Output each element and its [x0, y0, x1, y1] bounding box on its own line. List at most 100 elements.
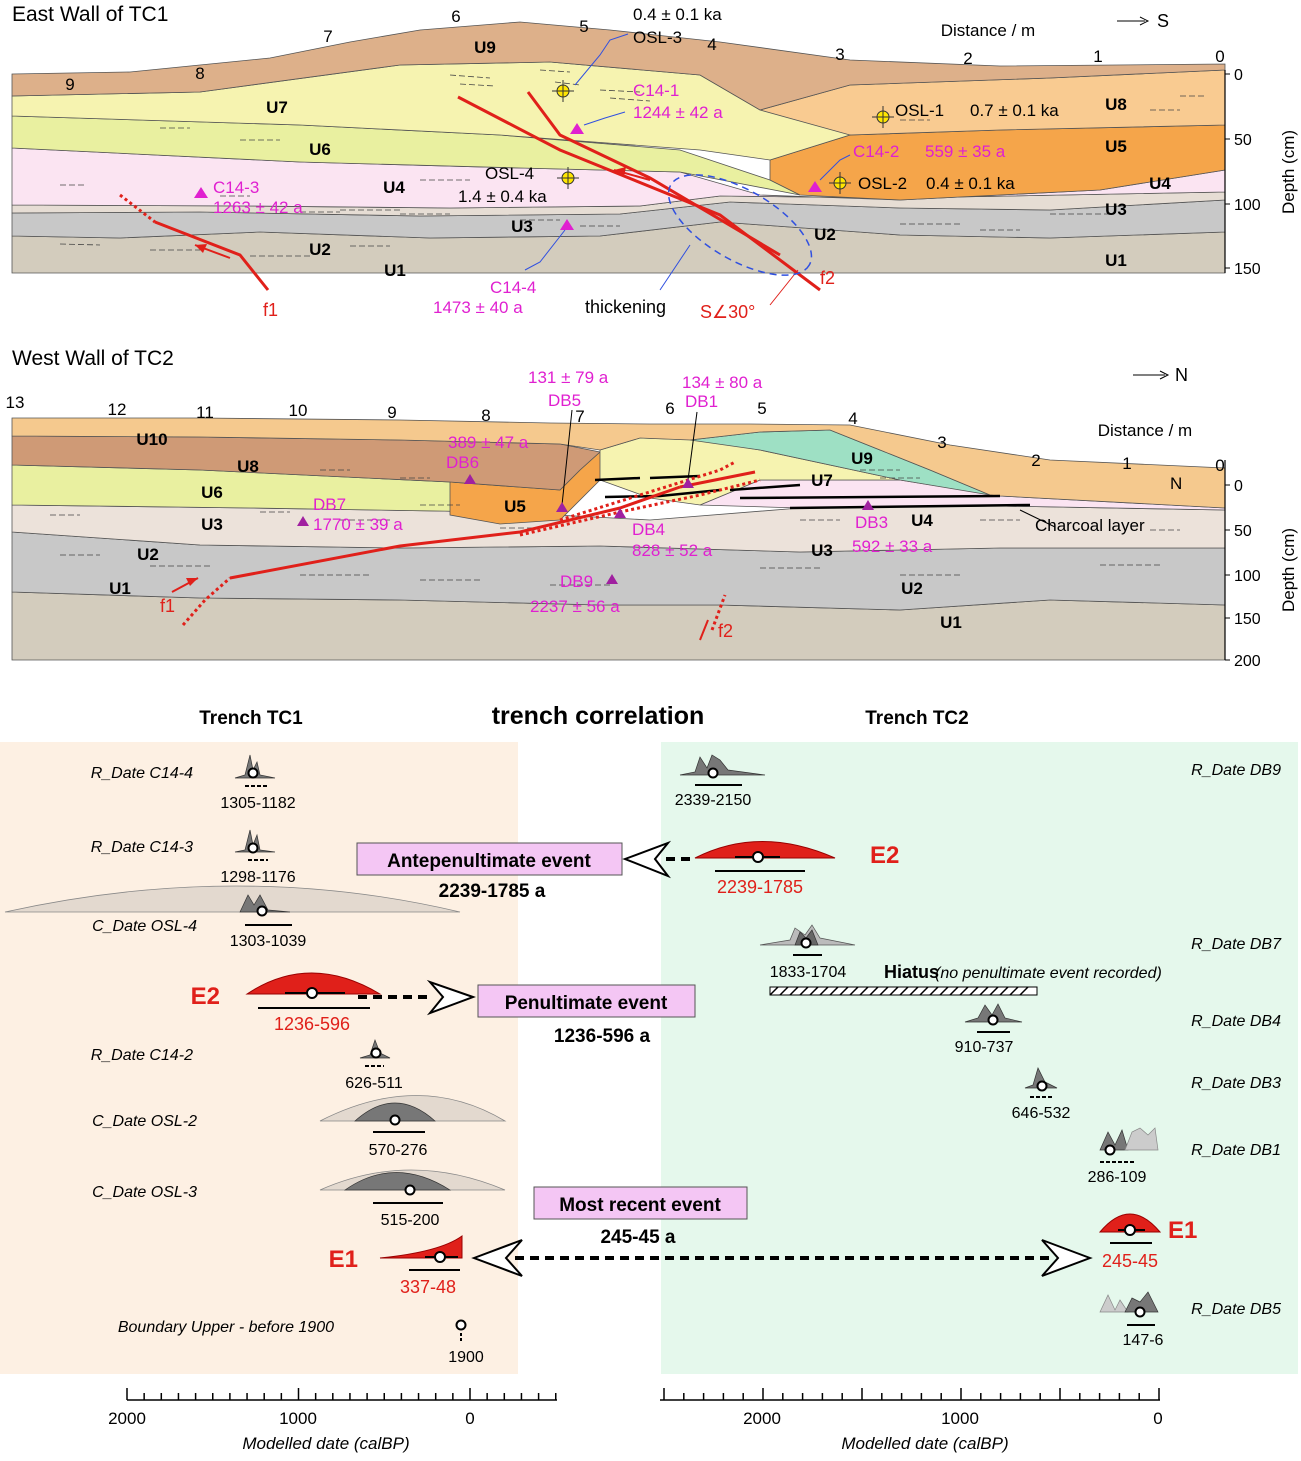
- tc2-fault-f1-upper: [679, 470, 756, 489]
- tc2-db1-label: DB1: [685, 392, 718, 411]
- tc1-range: 1298-1176: [220, 869, 295, 886]
- right-axis-label: Modelled date (calBP): [841, 1434, 1008, 1453]
- tc1-thickening-leader: [659, 244, 691, 291]
- tc1-unit-label: U4: [1149, 174, 1171, 193]
- tc1-depth-label: Depth (cm): [1279, 130, 1298, 214]
- tc2-db7-label: DB7: [313, 495, 346, 514]
- tc1-c142-age: 559 ± 35 a: [925, 142, 1006, 161]
- tc2-dist-db1: 286-109: [1088, 1127, 1159, 1186]
- tc1-header: Trench TC1: [199, 708, 303, 729]
- tc1-unit-label: U8: [1105, 95, 1127, 114]
- tc2-x-tick: 6: [665, 399, 674, 418]
- tc2-db9-marker: [606, 574, 618, 584]
- tc2-db1-age: 134 ± 80 a: [682, 373, 763, 392]
- tc1-thickening-ellipse: [667, 174, 813, 276]
- tc2-background: [661, 742, 1298, 1374]
- tc2-unit-label: U1: [109, 579, 131, 598]
- tc1-e1-label: E1: [329, 1246, 358, 1273]
- tc1-c144-age: 1473 ± 40 a: [433, 298, 523, 317]
- tc2-db6-marker: [464, 474, 476, 484]
- tc2-unit-label: U3: [201, 515, 223, 534]
- tc1-layer-u9: [11, 21, 1226, 111]
- tc1-e2-label: E2: [191, 983, 220, 1010]
- tc2-e2-range: 2239-1785: [717, 877, 803, 897]
- tc2-unit-label: U5: [504, 497, 526, 516]
- tc1-date-label: R_Date C14-2: [91, 1047, 193, 1064]
- tc1-x-tick: 5: [579, 17, 588, 36]
- tc1-c141-age: 1244 ± 42 a: [633, 103, 723, 122]
- tc1-osl2-label: OSL-2: [858, 174, 907, 193]
- tc1-depth-tick: 150: [1234, 261, 1261, 278]
- tc2-f1-arrowhead: [186, 578, 198, 586]
- tc2-x-tick: 7: [575, 407, 584, 426]
- tc2-f2-motion-arrow: [699, 619, 709, 641]
- tc1-f2-arrowhead: [614, 167, 626, 177]
- tc2-depth-tick: 100: [1234, 568, 1261, 585]
- tc1-distance-label: Distance / m: [941, 21, 1035, 40]
- tc1-date-label: R_Date C14-3: [91, 839, 193, 856]
- tc1-date-label: R_Date C14-4: [91, 765, 193, 782]
- recent-range: 245-45 a: [600, 1227, 675, 1248]
- tc1-dip-leader: [769, 269, 799, 306]
- tc1-osl1-label: OSL-1: [895, 101, 944, 120]
- tc2-e1-label: E1: [1168, 1217, 1197, 1244]
- tc2-unit-label: U2: [137, 545, 159, 564]
- tc2-date-label: R_Date DB5: [1191, 1301, 1281, 1318]
- tc1-date-labels: R_Date C14-4 R_Date C14-3 C_Date OSL-4 R…: [91, 765, 334, 1336]
- tc1-thickening-label: thickening: [585, 297, 666, 317]
- tc1-osl4-marker: [557, 167, 579, 189]
- right-axis: 2000 1000 0 Modelled date (calBP): [660, 1388, 1163, 1453]
- tc1-direction: S: [1157, 11, 1169, 31]
- left-axis-label: Modelled date (calBP): [242, 1434, 409, 1453]
- correlation-title: trench correlation: [492, 702, 705, 730]
- tc2-depth-axis: 0 50 100 150 200 Depth (cm): [1224, 460, 1298, 670]
- tc2-event-e1: E1 245-45: [1098, 1213, 1197, 1271]
- tc1-date-label: C_Date OSL-4: [92, 918, 197, 935]
- tc2-unit-label: U4: [911, 511, 933, 530]
- tc2-event-e2: E2 2239-1785: [694, 841, 899, 897]
- tc1-unit-label: U3: [511, 217, 533, 236]
- tc2-title: West Wall of TC2: [12, 347, 174, 370]
- correlation-panel: Trench TC1 trench correlation Trench TC2…: [0, 702, 1298, 1453]
- tc2-unit-labels: U10 U8 U6 U5 U3 U3 U2 U2 U1 U1 U9 U7 U4: [109, 430, 962, 632]
- tc1-x-tick: 4: [707, 35, 716, 54]
- tc2-dist-db3: 646-532: [1012, 1067, 1070, 1122]
- tc1-unit-label: U6: [309, 140, 331, 159]
- tc1-unit-labels: U9 U7 U8 U6 U5 U4 U4 U3 U3 U2 U2 U1 U1: [266, 38, 1171, 280]
- tc2-date-label: R_Date DB7: [1191, 936, 1282, 953]
- tc2-unit-label: U6: [201, 483, 223, 502]
- tc2-db6-label: DB6: [446, 453, 479, 472]
- tc1-depth-tick: 100: [1234, 197, 1261, 214]
- tc2-db4-marker: [614, 508, 626, 518]
- tc2-x-tick: 9: [387, 403, 396, 422]
- penultimate-arrowhead: [426, 979, 476, 1016]
- tc1-fault-f1-dotted: [119, 193, 156, 224]
- tc2-depth-tick: 200: [1234, 653, 1261, 670]
- tc1-f1-arrowhead: [195, 244, 207, 253]
- tc2-fault-dotted: [181, 460, 761, 631]
- tc1-x-tick: 2: [963, 49, 972, 68]
- penultimate-label: Penultimate event: [505, 993, 668, 1014]
- tc1-c144-leader: [524, 229, 566, 271]
- tc2-date-label: R_Date DB1: [1191, 1142, 1281, 1159]
- antepenultimate-arrowhead: [622, 840, 672, 879]
- antepenultimate-label: Antepenultimate event: [387, 851, 591, 872]
- tc2-db5-leader: [561, 409, 573, 506]
- recent-label: Most recent event: [559, 1195, 721, 1216]
- tc2-date-label: R_Date DB3: [1191, 1075, 1281, 1092]
- tc1-dist-osl2: 570-276: [319, 1095, 507, 1159]
- tc1-osl4-age: 1.4 ± 0.4 ka: [458, 187, 547, 206]
- tc1-c141-marker: [570, 123, 584, 134]
- tc2-db3-marker: [862, 500, 874, 510]
- tc2-db4-age: 828 ± 52 a: [632, 541, 713, 560]
- tc2-unit-label: U7: [811, 471, 833, 490]
- tc2-charcoal-layer: [594, 474, 1031, 510]
- tc2-date-labels: R_Date DB9 R_Date DB7 R_Date DB4 R_Date …: [1191, 762, 1282, 1318]
- event-boxes: Antepenultimate event 2239-1785 a Penult…: [356, 842, 748, 1248]
- tc1-x-tick: 9: [65, 75, 74, 94]
- tc1-x-ticks: 9 8 7 6 5 4 3 2 1 0: [65, 7, 1224, 94]
- right-axis-tick: 0: [1153, 1409, 1162, 1428]
- tc2-depth-tick: 50: [1234, 523, 1252, 540]
- hiatus-label: Hiatus: [884, 962, 939, 982]
- tc1-event-e1: E1 337-48: [329, 1235, 463, 1297]
